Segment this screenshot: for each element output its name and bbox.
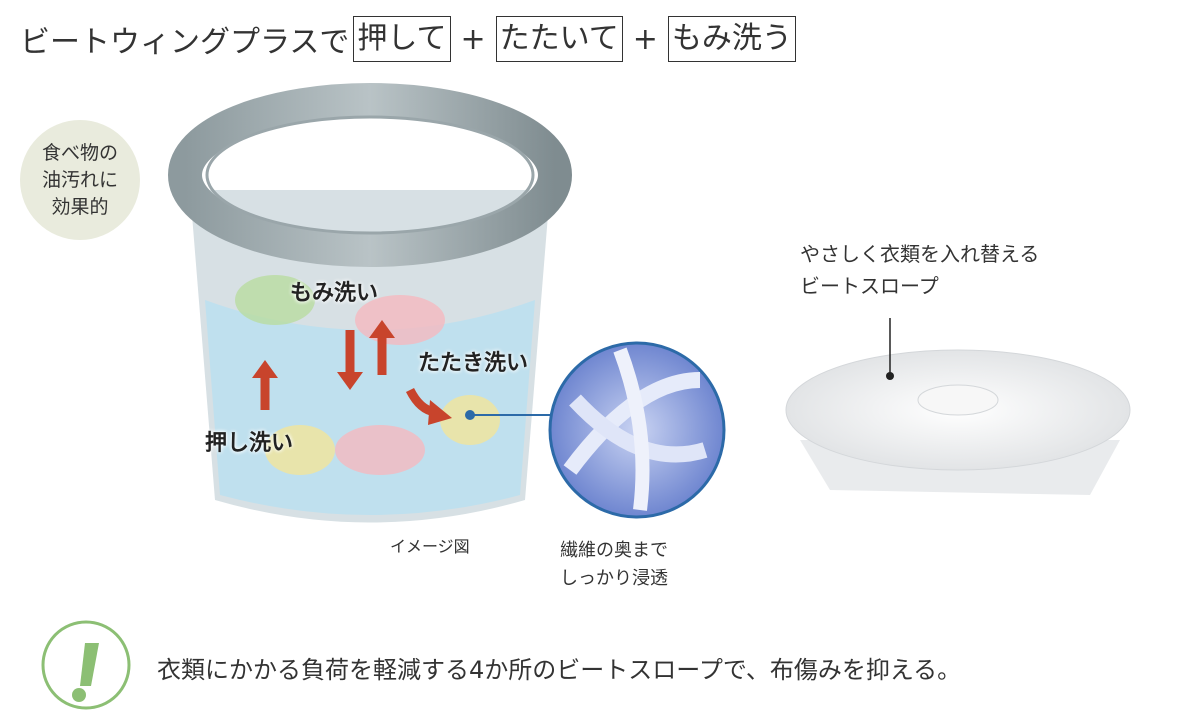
slope-caption-line: やさしく衣類を入れ替える xyxy=(800,242,1040,266)
pulsator xyxy=(785,349,1131,495)
slope-caption-line: ビートスロープ xyxy=(800,274,939,298)
headline-box-tap: たたいて xyxy=(495,16,623,62)
image-caption: イメージ図 xyxy=(390,537,470,556)
label-tap-wash: たたき洗い xyxy=(418,351,529,376)
slope-caption: やさしく衣類を入れ替える ビートスロープ xyxy=(800,238,1039,302)
exclamation-icon xyxy=(41,620,131,710)
fiber-caption-line: しっかり浸透 xyxy=(560,568,668,589)
note-text: 衣類にかかる負荷を軽減する4か所のビートスロープで、布傷みを抑える。 xyxy=(157,656,962,684)
fiber-caption: 繊維の奥まで しっかり浸透 xyxy=(560,537,668,593)
label-push-wash: 押し洗い xyxy=(205,431,294,456)
label-knead-wash: もみ洗い xyxy=(290,281,379,306)
fiber-caption-line: 繊維の奥まで xyxy=(560,540,668,561)
badge-line: 効果的 xyxy=(51,195,109,218)
badge-line: 油汚れに xyxy=(41,168,118,191)
callout-dot xyxy=(465,410,475,420)
headline-prefix: ビートウィングプラスで xyxy=(20,25,350,60)
headline-box-push: 押して xyxy=(353,16,451,62)
fiber-closeup xyxy=(548,341,726,519)
badge-line: 食べ物の xyxy=(41,141,118,164)
slope-callout-dot xyxy=(886,372,894,380)
headline: ビートウィングプラスで 押して + たたいて + もみ洗う xyxy=(20,14,800,64)
oil-stain-badge: 食べ物の 油汚れに 効果的 xyxy=(20,120,140,240)
plus-sign: + xyxy=(632,21,658,57)
headline-box-knead: もみ洗う xyxy=(667,16,796,62)
plus-sign: + xyxy=(460,21,486,57)
drum xyxy=(168,83,572,523)
wash-arrows xyxy=(252,320,452,425)
